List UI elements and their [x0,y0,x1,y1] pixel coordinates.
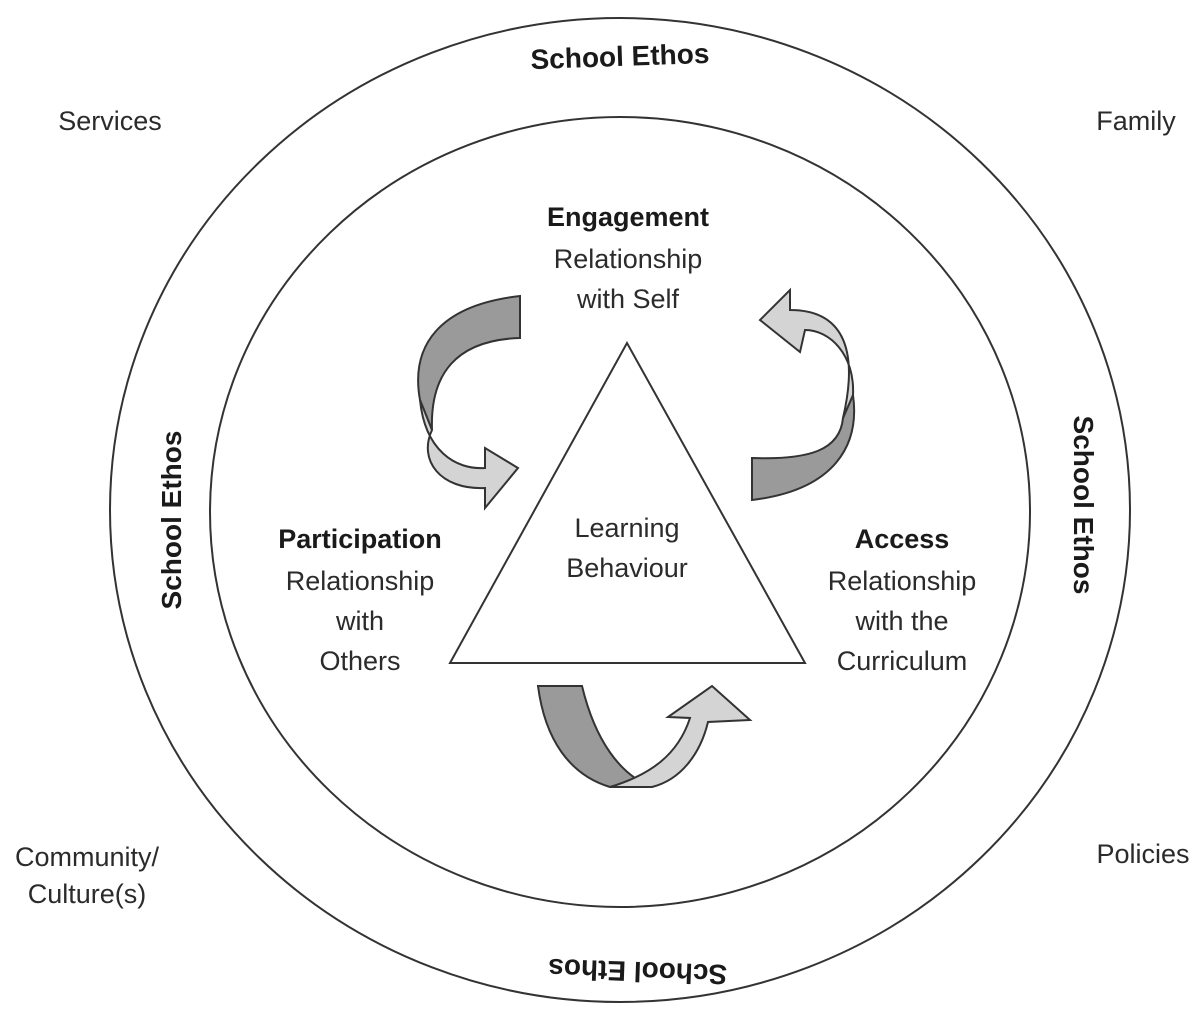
corner-family: Family [1096,106,1176,136]
ring-label-top: School Ethos [530,38,710,75]
corner-community-line1: Community/ [15,842,160,872]
left-cycle-arrow [417,294,521,511]
access-line1: Relationship [828,566,977,596]
access-line3: Curriculum [837,646,968,676]
participation-line2: with [335,606,384,636]
corner-community-line2: Culture(s) [28,879,147,909]
engagement-line2: with Self [576,284,680,314]
corner-services: Services [58,106,162,136]
outer-ring [109,17,1131,1003]
corner-policies: Policies [1096,839,1189,869]
ring-label-bottom: School Ethos [548,953,728,990]
participation-title: Participation [278,524,442,554]
participation-line1: Relationship [286,566,435,596]
center-label-line1: Learning [574,513,679,543]
learning-triangle [448,340,807,664]
right-cycle-arrow [751,287,856,502]
inner-ring [209,116,1031,908]
access-title: Access [855,524,950,554]
bottom-cycle-arrow [536,684,753,788]
ring-label-left: School Ethos [156,431,187,610]
engagement-line1: Relationship [554,244,703,274]
access-line2: with the [854,606,948,636]
center-label-line2: Behaviour [566,553,688,583]
ring-label-right: School Ethos [1068,416,1099,595]
participation-line3: Others [319,646,400,676]
engagement-title: Engagement [547,202,709,232]
